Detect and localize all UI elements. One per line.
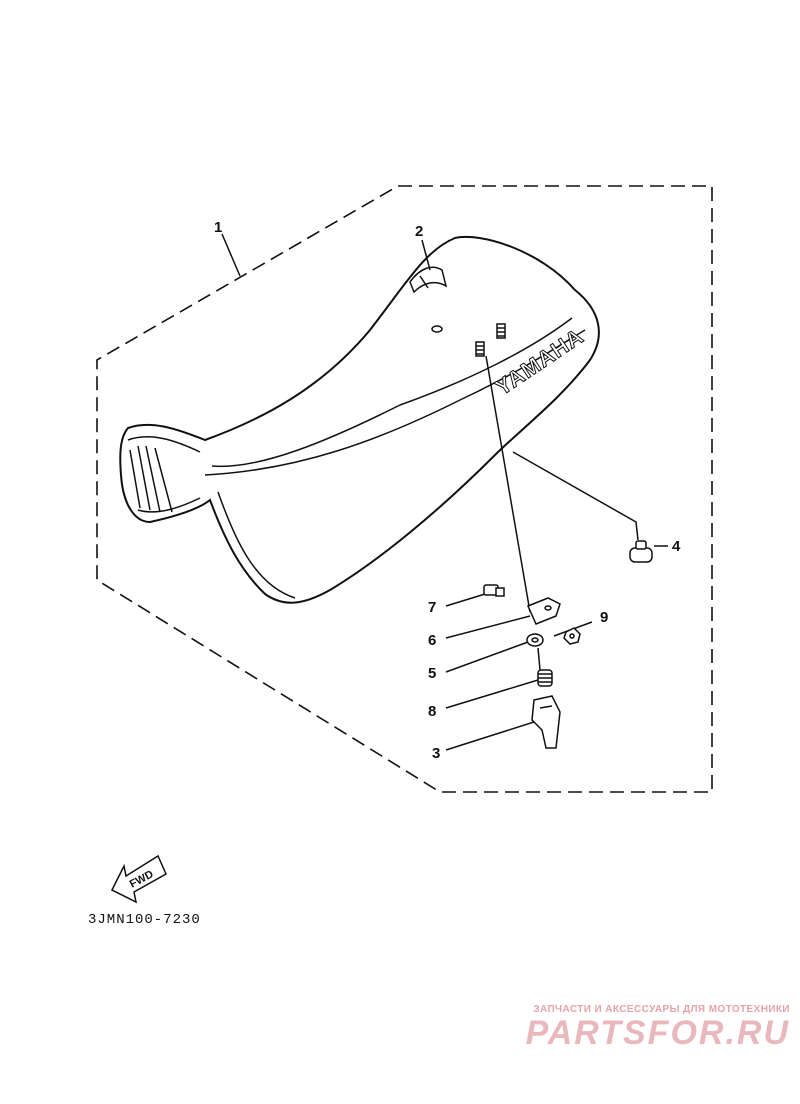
callout-7: 7 xyxy=(428,599,436,616)
callout-4: 4 xyxy=(672,538,681,555)
rubber-damper xyxy=(629,540,653,563)
nut xyxy=(563,627,581,645)
collar xyxy=(526,633,544,647)
watermark-tagline: ЗАПЧАСТИ И АКСЕССУАРЫ ДЛЯ МОТОТЕХНИКИ xyxy=(533,1004,790,1015)
callout-3: 3 xyxy=(432,745,440,762)
watermark: ЗАПЧАСТИ И АКСЕССУАРЫ ДЛЯ МОТОТЕХНИКИ PA… xyxy=(480,1004,790,1051)
callout-5: 5 xyxy=(428,665,436,682)
forward-arrow-icon: FWD xyxy=(110,854,167,904)
callout-2: 2 xyxy=(415,223,423,240)
stud-bolt-left xyxy=(475,341,485,357)
hook-bracket xyxy=(526,597,561,625)
callout-6: 6 xyxy=(428,632,436,649)
stud-bolt-right xyxy=(496,323,506,339)
seat-assembly: YAMAHA xyxy=(119,235,600,604)
bolt xyxy=(483,584,505,597)
watermark-logo: PARTSFOR.RU xyxy=(525,1014,790,1052)
part-code: 3JMN100-7230 xyxy=(88,912,201,928)
spring xyxy=(537,669,553,687)
callout-1: 1 xyxy=(214,219,222,236)
callout-8: 8 xyxy=(428,703,436,720)
callout-9: 9 xyxy=(600,609,608,626)
lock-plate xyxy=(531,695,561,749)
seat-strap-clip xyxy=(409,266,448,294)
assembly-boundary xyxy=(96,185,713,793)
